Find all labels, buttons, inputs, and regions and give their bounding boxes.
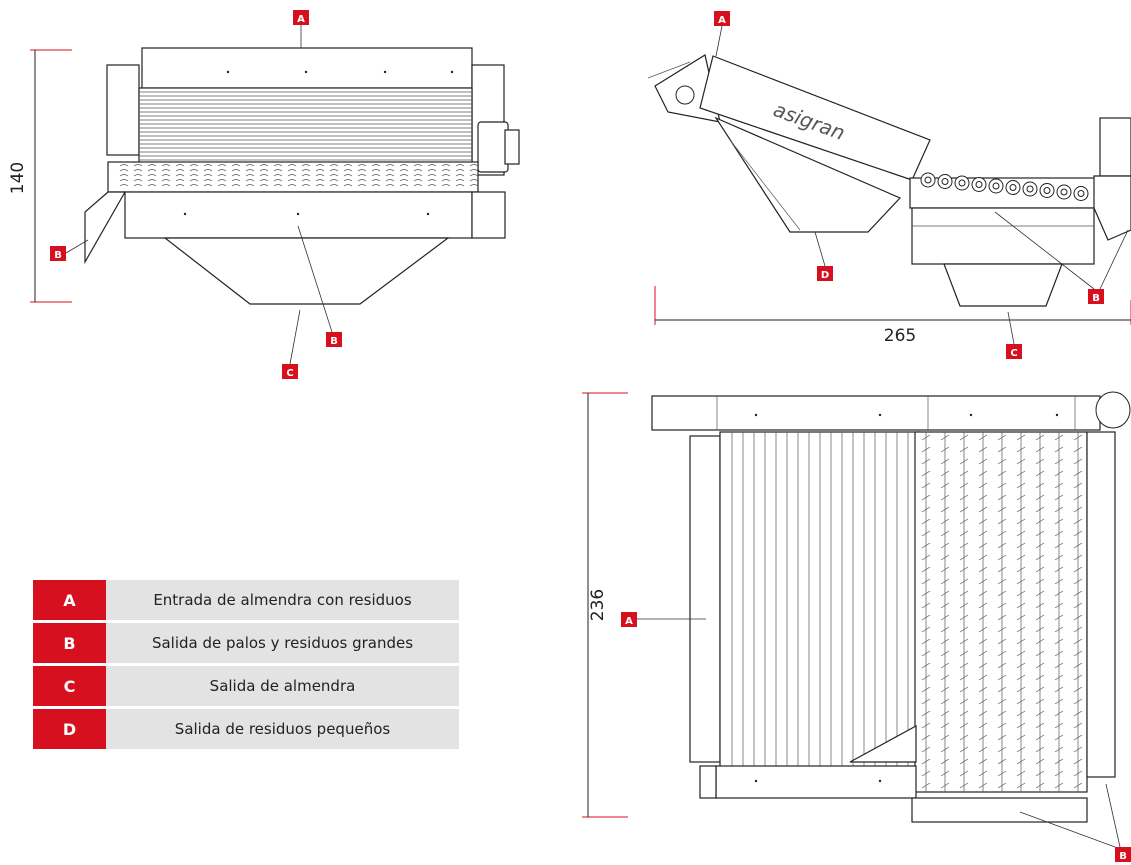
label-c-front: C — [282, 364, 298, 379]
svg-text:B: B — [54, 250, 62, 261]
svg-text:B: B — [1119, 851, 1127, 862]
legend-text: Entrada de almendra con residuos — [106, 580, 459, 620]
svg-text:C: C — [286, 368, 293, 379]
legend-key: D — [33, 709, 106, 749]
side-length-dimension: 265 — [884, 326, 916, 346]
label-c-side: C — [1006, 344, 1022, 359]
legend-key: A — [33, 580, 106, 620]
legend-table: A Entrada de almendra con residuos B Sal… — [33, 577, 459, 752]
label-a-front: A — [293, 10, 309, 25]
legend-row: B Salida de palos y residuos grandes — [33, 623, 459, 663]
svg-text:A: A — [718, 15, 726, 26]
label-b-side: B — [1088, 289, 1104, 304]
label-b-front-left: B — [50, 246, 66, 261]
label-a-side: A — [714, 11, 730, 26]
label-b-front: B — [326, 332, 342, 347]
side-view: asigran 265 A D B — [647, 11, 1131, 359]
svg-text:B: B — [1092, 293, 1100, 304]
svg-text:A: A — [625, 616, 633, 627]
legend-key: C — [33, 666, 106, 706]
legend-key: B — [33, 623, 106, 663]
legend-text: Salida de almendra — [106, 666, 459, 706]
legend-row: D Salida de residuos pequeños — [33, 709, 459, 749]
legend-row: C Salida de almendra — [33, 666, 459, 706]
top-view: 236 A B — [582, 391, 1131, 862]
top-depth-dimension: 236 — [588, 589, 608, 621]
legend-text: Salida de residuos pequeños — [106, 709, 459, 749]
front-view: 140 A B — [8, 10, 520, 379]
svg-text:C: C — [1010, 348, 1017, 359]
label-a-top: A — [621, 612, 637, 627]
svg-text:B: B — [330, 336, 338, 347]
legend-row: A Entrada de almendra con residuos — [33, 580, 459, 620]
label-d-side: D — [817, 266, 833, 281]
legend-text: Salida de palos y residuos grandes — [106, 623, 459, 663]
label-b-top: B — [1115, 847, 1131, 862]
front-height-dimension: 140 — [8, 162, 28, 194]
svg-text:A: A — [297, 14, 305, 25]
svg-text:D: D — [821, 270, 829, 281]
